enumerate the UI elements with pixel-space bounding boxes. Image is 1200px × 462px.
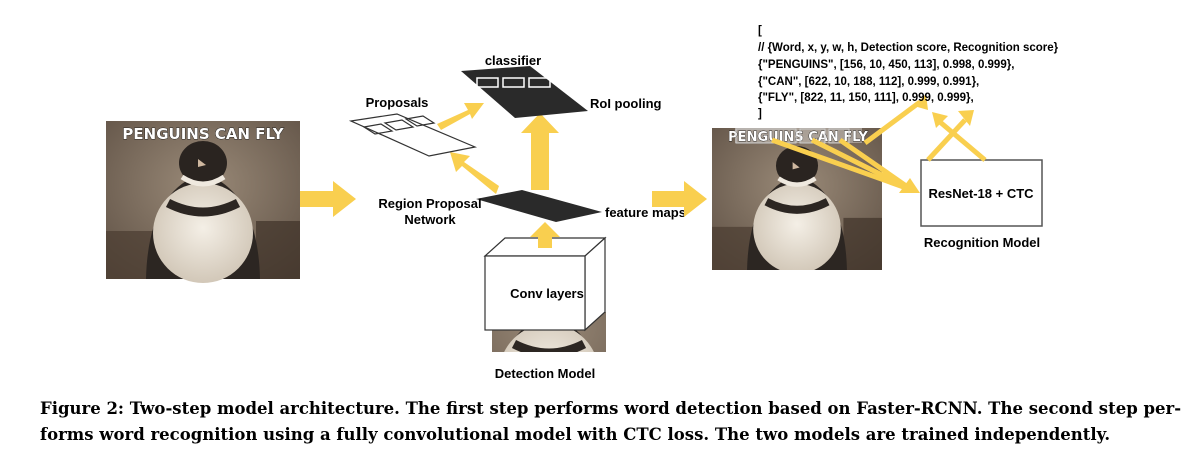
proposals-plane: [348, 113, 478, 157]
conv-layers-label: Conv layers: [510, 286, 584, 301]
classifier-plane: [461, 66, 588, 118]
recognition-model-label: Recognition Model: [924, 235, 1040, 250]
output-json-block: [ // {Word, x, y, w, h, Detection score,…: [758, 25, 1059, 120]
resnet-ctc-box: [920, 159, 1043, 227]
output-json-row-can: {"CAN", [622, 10, 188, 112], 0.999, 0.99…: [758, 76, 979, 88]
roi-pooling-label: RoI pooling: [590, 96, 662, 111]
rpn-label-line1: Region Proposal: [378, 196, 481, 211]
detection-box-penguins: [735, 128, 797, 144]
conv-layers-box: Conv layers: [483, 236, 607, 332]
classifier-label: classifier: [485, 53, 541, 68]
feature-map-plane: [476, 190, 602, 222]
resnet-ctc-label: ResNet-18 + CTC: [928, 186, 1034, 201]
output-json-row-penguins: {"PENGUINS", [156, 10, 450, 113], 0.998,…: [758, 59, 1014, 71]
arrow-proposals-to-classifier: [437, 103, 484, 130]
output-json-close: ]: [758, 108, 762, 120]
rpn-label-line2: Network: [404, 212, 456, 227]
arrow-resnet-to-output-left: [926, 118, 967, 162]
arrow-to-recognition-image: [652, 181, 707, 217]
detection-model-label: Detection Model: [495, 366, 595, 381]
proposals-label: Proposals: [366, 95, 429, 110]
arrow-image-to-output: [863, 99, 922, 146]
feature-maps-label: feature maps: [605, 205, 686, 220]
architecture-diagram: PENGUINS CAN FLY Conv layers Region Prop…: [0, 25, 1059, 381]
caption-line-1: Figure 2: Two-step model architecture. T…: [40, 399, 1182, 418]
caption-line-2: forms word recognition using a fully con…: [40, 425, 1111, 444]
detection-box-fly: [828, 128, 850, 144]
recognition-meme-caption: PENGUINS CAN FLY: [728, 130, 868, 145]
crop-arrows: [771, 137, 920, 193]
arrow-resnet-to-output-right: [938, 120, 987, 162]
figure-caption: Figure 2: Two-step model architecture. T…: [40, 396, 1190, 448]
arrow-features-to-classifier: [521, 113, 559, 190]
output-json-row-fly: {"FLY", [822, 11, 150, 111], 0.999, 0.99…: [758, 92, 974, 104]
input-penguin-image: PENGUINS CAN FLY: [106, 121, 300, 283]
input-meme-caption: PENGUINS CAN FLY: [122, 125, 284, 143]
output-json-comment: // {Word, x, y, w, h, Detection score, R…: [758, 42, 1059, 54]
recognition-penguin-image: PENGUINS CAN FLY: [712, 128, 882, 274]
output-json-open: [: [758, 25, 762, 37]
arrow-input-to-rpn: [300, 181, 356, 217]
arrow-conv-to-features: [530, 222, 560, 248]
arrow-features-to-proposals: [450, 152, 499, 194]
